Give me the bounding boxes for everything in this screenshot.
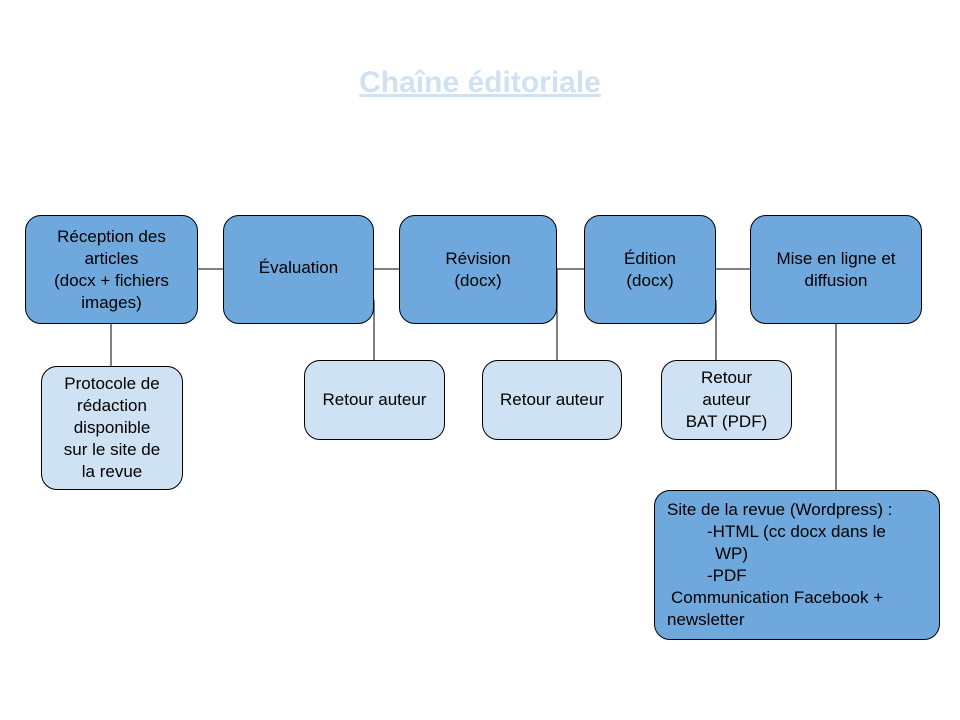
protocole-line: rédaction bbox=[77, 396, 147, 415]
retour-auteur-bat-line: Retour bbox=[700, 368, 753, 387]
step-diffusion-line: Mise en ligne et bbox=[776, 248, 896, 268]
protocole-line: sur le site de bbox=[63, 440, 161, 459]
step-reception-line: images) bbox=[81, 292, 142, 312]
protocole-line: Protocole de bbox=[64, 374, 160, 393]
retour-auteur-bat-box: Retour auteur BAT (PDF) bbox=[661, 360, 792, 440]
site-line: -PDF bbox=[707, 566, 747, 585]
step-reception-line: Réception des bbox=[57, 226, 166, 246]
retour-auteur-bat-line: auteur bbox=[702, 390, 751, 409]
site-line: Communication Facebook + bbox=[671, 588, 884, 607]
step-diffusion: Mise en ligne et diffusion bbox=[750, 215, 922, 324]
site-line: WP) bbox=[715, 544, 749, 563]
step-edition-line: (docx) bbox=[626, 270, 674, 290]
step-revision-line: (docx) bbox=[454, 270, 502, 290]
step-reception: Réception des articles (docx + fichiers … bbox=[25, 215, 198, 324]
protocole-line: la revue bbox=[81, 462, 143, 481]
site-line: newsletter bbox=[667, 610, 745, 629]
step-evaluation-line: Évaluation bbox=[258, 257, 339, 277]
step-reception-line: (docx + fichiers bbox=[54, 270, 169, 290]
retour-auteur-evaluation-box: Retour auteur bbox=[304, 360, 445, 440]
site-line: -HTML (cc docx dans le bbox=[707, 522, 886, 541]
step-diffusion-line: diffusion bbox=[804, 270, 868, 290]
site-line: Site de la revue (Wordpress) : bbox=[667, 500, 893, 519]
step-evaluation: Évaluation bbox=[223, 215, 374, 324]
site-revue-box: Site de la revue (Wordpress) : -HTML (cc… bbox=[654, 490, 940, 640]
step-reception-line: articles bbox=[84, 248, 139, 268]
step-revision: Révision (docx) bbox=[399, 215, 557, 324]
step-revision-line: Révision bbox=[445, 248, 511, 268]
protocole-line: disponible bbox=[73, 418, 151, 437]
retour-auteur-line: Retour auteur bbox=[500, 390, 604, 409]
retour-auteur-revision-box: Retour auteur bbox=[482, 360, 622, 440]
retour-auteur-line: Retour auteur bbox=[322, 390, 427, 409]
diagram-title: Chaîne éditoriale bbox=[359, 66, 601, 99]
step-edition: Édition (docx) bbox=[584, 215, 716, 324]
retour-auteur-bat-line: BAT (PDF) bbox=[685, 412, 768, 431]
step-edition-line: Édition bbox=[624, 248, 676, 268]
protocole-box: Protocole de rédaction disponible sur le… bbox=[41, 366, 183, 490]
